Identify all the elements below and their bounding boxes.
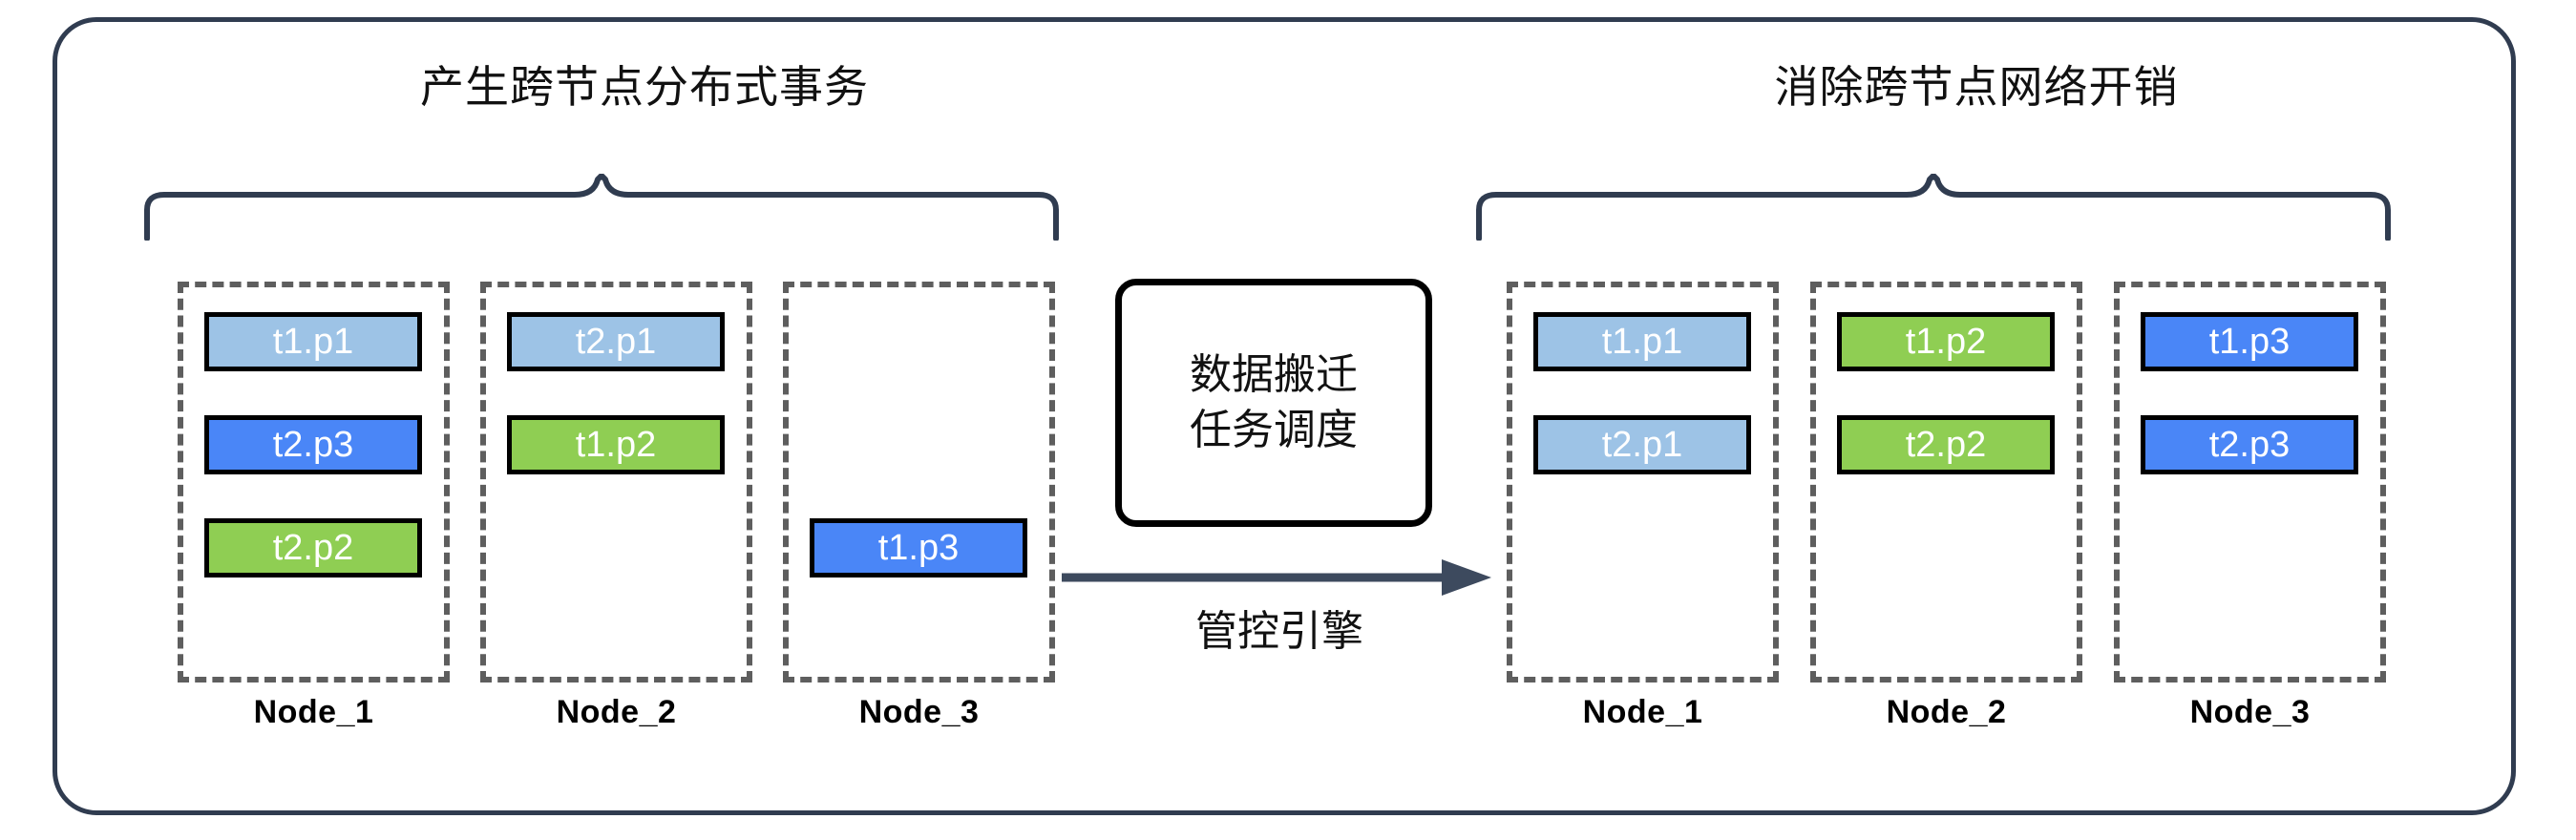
partition-chip[interactable]: t2.p2 <box>1837 415 2055 474</box>
node-boundary-box <box>783 282 1055 682</box>
partition-chip[interactable]: t1.p1 <box>204 312 422 371</box>
left-group-brace-icon <box>143 174 1060 241</box>
partition-chip[interactable]: t1.p3 <box>2141 312 2358 371</box>
arrow-label: 管控引擎 <box>1195 608 1363 655</box>
engine-line-1: 数据搬迁 <box>1190 351 1358 398</box>
partition-chip[interactable]: t2.p2 <box>204 518 422 578</box>
partition-chip[interactable]: t1.p2 <box>1837 312 2055 371</box>
right-node-2-column: t1.p2 t2.p2 Node_2 <box>1810 282 2082 730</box>
partition-chip[interactable]: t1.p1 <box>1533 312 1751 371</box>
node-label: Node_1 <box>1582 694 1703 730</box>
left-node-1-column: t1.p1 t2.p3 t2.p2 Node_1 <box>178 282 450 730</box>
partition-chip[interactable]: t1.p2 <box>507 415 725 474</box>
migration-arrow-icon <box>1060 554 1499 601</box>
right-node-3-column: t1.p3 t2.p3 Node_3 <box>2114 282 2386 730</box>
partition-chip[interactable]: t2.p3 <box>2141 415 2358 474</box>
data-migration-scheduler-box[interactable]: 数据搬迁 任务调度 <box>1115 279 1432 527</box>
node-label: Node_1 <box>253 694 374 730</box>
left-node-2-column: t2.p1 t1.p2 Node_2 <box>480 282 752 730</box>
partition-chip[interactable]: t2.p1 <box>1533 415 1751 474</box>
left-section-title: 产生跨节点分布式事务 <box>420 62 869 112</box>
node-label: Node_3 <box>2189 694 2311 730</box>
right-section-title: 消除跨节点网络开销 <box>1774 62 2179 112</box>
partition-chip[interactable]: t2.p3 <box>204 415 422 474</box>
right-node-1-column: t1.p1 t2.p1 Node_1 <box>1507 282 1779 730</box>
partition-chip[interactable]: t2.p1 <box>507 312 725 371</box>
engine-line-2: 任务调度 <box>1190 407 1358 453</box>
node-label: Node_2 <box>556 694 677 730</box>
outer-container-frame <box>53 17 2516 815</box>
right-group-brace-icon <box>1475 174 2392 241</box>
node-label: Node_2 <box>1886 694 2007 730</box>
node-label: Node_3 <box>858 694 980 730</box>
partition-chip[interactable]: t1.p3 <box>810 518 1027 578</box>
left-node-3-column: t1.p3 Node_3 <box>783 282 1055 730</box>
